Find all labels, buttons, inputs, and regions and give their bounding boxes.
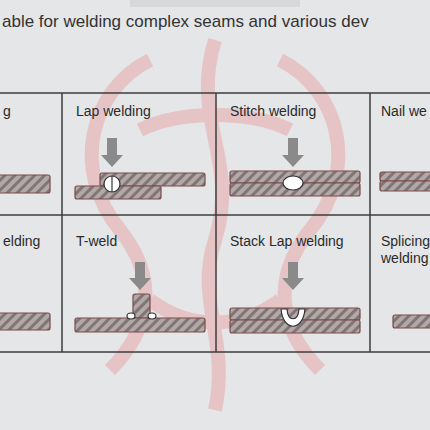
plates	[0, 171, 430, 333]
table-cell-label: g	[3, 103, 11, 120]
table-cell-label: elding	[3, 233, 40, 250]
table-grid	[0, 93, 430, 352]
table-cell-label: Splicing welding	[381, 233, 429, 267]
weld-beads	[104, 176, 305, 326]
table-cell-label: Stitch welding	[230, 103, 316, 120]
table-cell-label: T-weld	[76, 233, 117, 250]
weld-arrows	[101, 138, 304, 290]
page-heading: able for welding complex seams and vario…	[2, 12, 369, 32]
table-cell-label: Lap welding	[76, 103, 151, 120]
table-cell-label: Nail we	[381, 103, 427, 120]
table-cell-label: Stack Lap welding	[230, 233, 344, 250]
watermark	[92, 40, 339, 410]
